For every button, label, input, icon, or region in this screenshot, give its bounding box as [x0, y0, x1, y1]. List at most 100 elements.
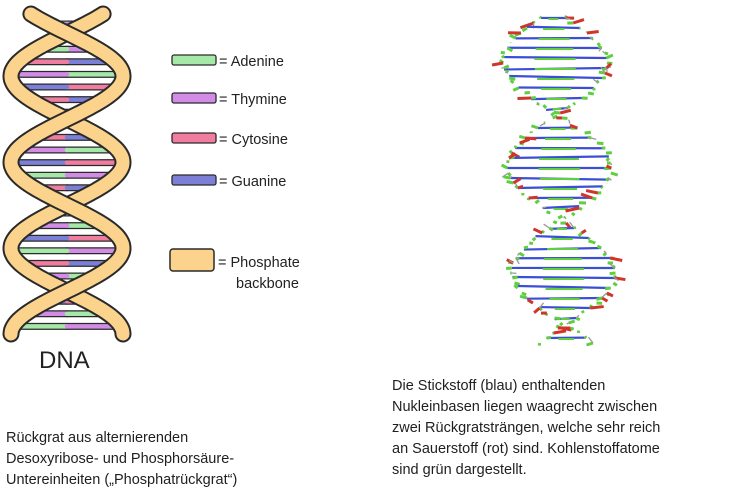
backbone-bond: [587, 135, 592, 140]
backbone-bond: [612, 281, 618, 287]
hydrogen-bond: [614, 277, 619, 282]
oxygen-bond: [508, 152, 517, 160]
dna-title: DNA: [39, 347, 90, 374]
backbone-bond: [518, 251, 525, 258]
hydrogen-bond: [508, 259, 514, 264]
oxygen-bond: [569, 123, 578, 130]
backbone-bond: [512, 275, 518, 280]
backbone-bond: [587, 91, 595, 96]
backbone-bond: [578, 206, 583, 211]
backbone-swatch-icon: [169, 248, 215, 272]
backbone-bond: [508, 149, 513, 154]
phosphate-backbone-ribbons: [2, 5, 132, 343]
backbone-bond: [506, 180, 514, 185]
oxygen-bond: [572, 18, 585, 25]
backbone-bond: [610, 171, 619, 177]
hydrogen-bond: [575, 314, 580, 319]
backbone-bond: [506, 46, 514, 53]
hydrogen-bond: [563, 216, 566, 219]
hydrogen-bond: [514, 182, 519, 189]
oxygen-bond: [512, 177, 522, 185]
backbone-bond: [587, 237, 591, 241]
oxygen-bond: [553, 329, 567, 335]
caption-right-line: zwei Rückgratsträngen, welche sehr reich: [392, 420, 661, 436]
hydrogen-bond: [592, 78, 599, 84]
backbone-bond: [559, 321, 564, 327]
legend-item-backbone: = Phosphate backbone: [169, 248, 300, 292]
hydrogen-bond: [598, 47, 603, 52]
oxygen-bond: [586, 30, 599, 35]
caption-right: Die Stickstoff (blau) enthaltenden Nukle…: [392, 376, 660, 481]
backbone-bond: [538, 306, 543, 312]
caption-left-line: Rückgrat aus alternierenden: [6, 430, 189, 446]
backbone-bond: [604, 51, 609, 56]
backbone-bond: [591, 196, 597, 201]
hydrogen-bond: [587, 336, 594, 344]
oxygen-bond: [528, 195, 538, 200]
caption-left-line: Desoxyribose- und Phosphorsäure-: [6, 451, 235, 467]
cytosine-swatch-icon: [171, 132, 217, 144]
oxygen-bond: [580, 229, 587, 235]
backbone-bond: [523, 245, 529, 250]
backbone-bond: [580, 310, 585, 314]
oxygen-bond: [517, 96, 532, 101]
backbone-bond: [524, 91, 531, 95]
nucleobase-bond: [512, 275, 616, 280]
hydrogen-bond: [602, 50, 606, 54]
legend-label-cytosine: = Cytosine: [219, 132, 288, 148]
hydrogen-bond: [609, 263, 616, 269]
backbone-bond: [584, 130, 592, 135]
hydrogen-bond: [600, 66, 606, 74]
hydrogen-bond: [603, 250, 607, 254]
oxygen-bond: [533, 306, 541, 314]
backbone-bond: [596, 296, 603, 301]
backbone-bond: [518, 134, 526, 140]
hydrogen-bond: [566, 322, 569, 325]
backbone-strand: [4, 7, 130, 341]
backbone-bond: [512, 86, 520, 92]
backbone-bond: [503, 175, 511, 180]
backbone-bond: [576, 330, 581, 334]
hydrogen-bond: [516, 252, 520, 256]
backbone-bond: [566, 104, 571, 110]
hydrogen-bond: [542, 206, 547, 209]
backbone-bond: [570, 211, 576, 217]
oxygen-bond: [524, 136, 537, 141]
backbone-bond: [538, 15, 543, 20]
legend: = Adenine = Thymine = Cytosine = Guanine…: [169, 54, 300, 292]
oxygen-bond: [519, 21, 535, 30]
nucleobase-bond: [517, 185, 603, 190]
oxygen-bond: [559, 108, 572, 115]
hydrogen-bond: [524, 296, 528, 299]
backbone-bond: [573, 225, 577, 230]
oxygen-bond: [605, 164, 612, 170]
backbone-bond: [552, 220, 558, 225]
backbone-bond: [503, 64, 510, 70]
backbone-bond: [550, 111, 556, 117]
legend-label-backbone-1: = Phosphate: [218, 255, 300, 271]
oxygen-bond: [585, 189, 599, 195]
backbone-bond: [600, 185, 604, 190]
backbone-bond: [569, 326, 575, 331]
hydrogen-bond: [515, 257, 520, 265]
legend-item-cytosine: = Cytosine: [171, 132, 288, 148]
backbone-bond: [588, 239, 596, 245]
nucleobase-bond: [509, 74, 603, 80]
backbone-bond: [508, 76, 516, 81]
hydrogen-bond: [568, 119, 571, 124]
backbone-bond: [513, 145, 518, 149]
backbone-bond: [592, 87, 596, 91]
hydrogen-bond: [565, 17, 571, 20]
hydrogen-bond: [608, 177, 612, 181]
caption-left-line: Untereinheiten („Phosphatrückgrat“): [6, 472, 238, 488]
backbone-bond: [583, 335, 588, 339]
oxygen-bond: [517, 184, 524, 190]
backbone-bond: [596, 244, 602, 250]
backbone-bond: [505, 266, 512, 271]
oxygen-bond: [609, 256, 623, 262]
backbone-bond: [526, 197, 531, 201]
backbone-bond: [546, 210, 551, 215]
legend-label-backbone-2: backbone: [236, 276, 299, 292]
backbone-bond: [605, 53, 614, 60]
